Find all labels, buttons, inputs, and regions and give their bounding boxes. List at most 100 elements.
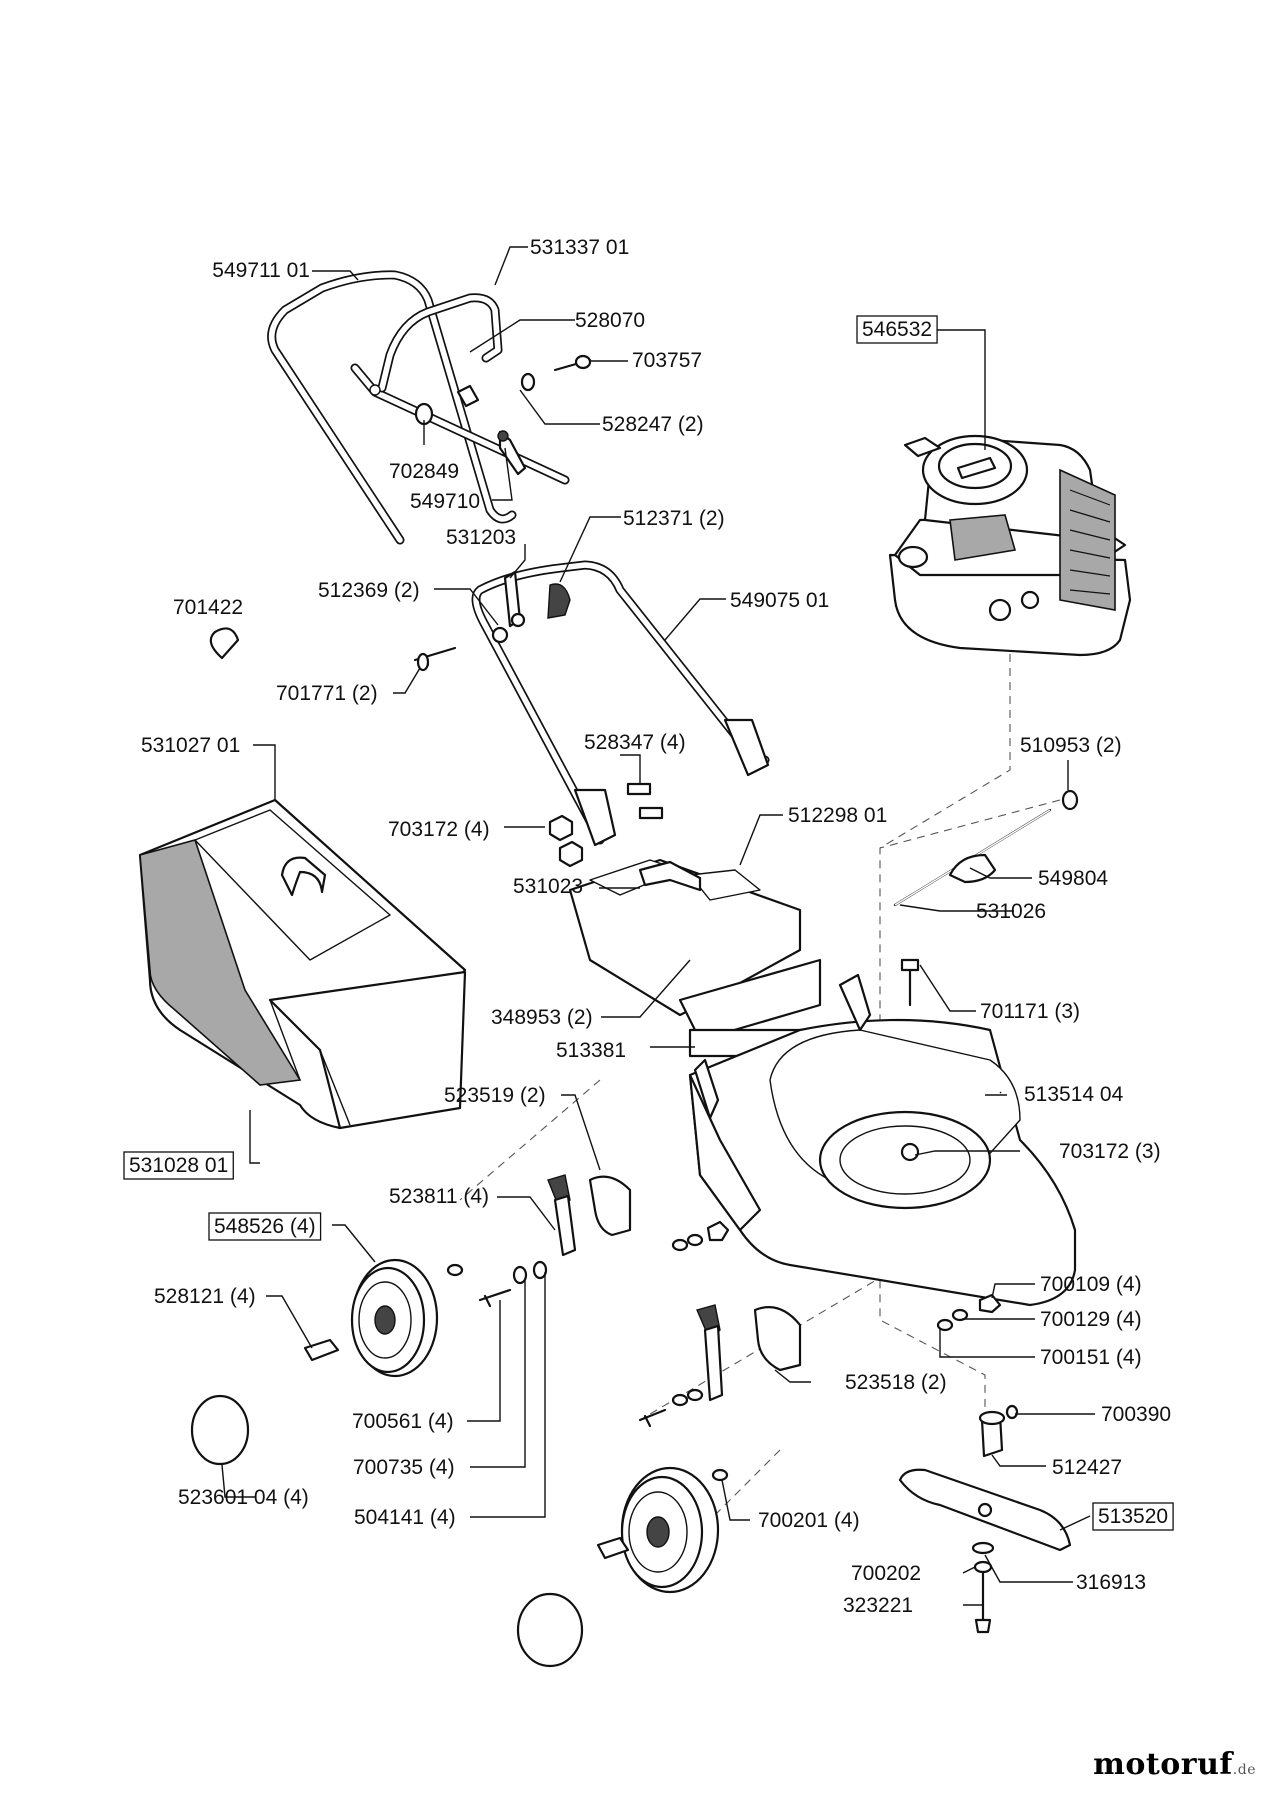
part-number-text: 523811 (4): [389, 1185, 489, 1208]
part-label-700202: 700202: [851, 1562, 921, 1585]
part-number-text: 701422: [173, 596, 243, 619]
part-labels: 549711 01 531337 01 528070 703757 528247 (2)…: [123, 236, 1174, 1617]
part-number-text: 512427: [1052, 1456, 1122, 1479]
part-label-323221: 323221: [843, 1594, 913, 1617]
part-label-513381: 513381: [556, 1039, 626, 1062]
part-number-text: 528247 (2): [602, 413, 704, 436]
part-number-text: 512298 01: [788, 804, 887, 827]
part-label-701422: 701422: [173, 596, 243, 619]
part-number-text: 512369 (2): [318, 579, 420, 602]
part-number-box: [123, 1151, 234, 1180]
part-number-box: [856, 315, 938, 344]
lower-handle: [471, 560, 770, 847]
part-number-text: 513520: [1098, 1505, 1168, 1528]
blade-assembly: [898, 1404, 1072, 1634]
part-label-523519: 523519 (2): [444, 1084, 546, 1107]
part-label-701771: 701771 (2): [276, 682, 378, 705]
part-number-text: 546532: [862, 318, 932, 341]
part-number-text: 549075 01: [730, 589, 829, 612]
part-number-text: 703757: [632, 349, 702, 372]
part-label-703172b: 703172 (3): [1059, 1140, 1161, 1163]
height-adjusters: [547, 1174, 802, 1402]
watermark-brand: motoruf: [1093, 1747, 1233, 1782]
part-label-513514: 513514 04: [1024, 1083, 1124, 1106]
mower-deck: [688, 973, 1077, 1307]
part-number-text: 512371 (2): [623, 507, 725, 530]
part-number-text: 523601 04 (4): [178, 1486, 309, 1509]
part-label-700390: 700390: [1101, 1403, 1171, 1426]
part-number-text: 548526 (4): [214, 1215, 316, 1238]
part-number-text: 531203: [446, 526, 516, 549]
watermark-tld: .de: [1232, 1762, 1256, 1778]
part-label-510953: 510953 (2): [1020, 734, 1122, 757]
part-label-316913: 316913: [1076, 1571, 1146, 1594]
part-label-523601: 523601 04 (4): [178, 1486, 309, 1509]
part-number-text: 531337 01: [530, 236, 629, 259]
part-label-700151: 700151 (4): [1040, 1346, 1142, 1369]
part-number-text: 316913: [1076, 1571, 1146, 1594]
part-number-text: 549804: [1038, 867, 1108, 890]
part-label-531028: 531028 01: [123, 1151, 234, 1180]
part-number-text: 700561 (4): [352, 1410, 454, 1433]
part-number-text: 531028 01: [129, 1154, 228, 1177]
part-label-549804: 549804: [1038, 867, 1108, 890]
part-number-text: 531026: [976, 900, 1046, 923]
part-number-text: 528121 (4): [154, 1285, 256, 1308]
part-number-text: 323221: [843, 1594, 913, 1617]
rear-wheel: [516, 1388, 729, 1668]
part-number-text: 703172 (4): [388, 818, 490, 841]
part-number-text: 504141 (4): [354, 1506, 456, 1529]
part-number-text: 528070: [575, 309, 645, 332]
part-number-text: 700129 (4): [1040, 1308, 1142, 1331]
rear-deflector: [568, 858, 822, 1058]
front-wheel: [190, 1258, 548, 1466]
part-number-text: 523518 (2): [845, 1371, 947, 1394]
part-number-box: [208, 1212, 322, 1241]
part-label-512298: 512298 01: [788, 804, 887, 827]
part-number-text: 700109 (4): [1040, 1273, 1142, 1296]
part-number-text: 348953 (2): [491, 1006, 593, 1029]
part-number-text: 549711 01: [212, 259, 310, 282]
part-label-700735: 700735 (4): [353, 1456, 455, 1479]
part-number-text: 701171 (3): [980, 1000, 1080, 1023]
part-label-703172a: 703172 (4): [388, 818, 490, 841]
part-label-523811: 523811 (4): [389, 1185, 489, 1208]
part-label-512427: 512427: [1052, 1456, 1122, 1479]
part-number-text: 513514 04: [1024, 1083, 1124, 1106]
part-label-700561: 700561 (4): [352, 1410, 454, 1433]
part-number-text: 531027 01: [141, 734, 240, 757]
part-label-531203: 531203: [446, 526, 516, 549]
engine: [888, 434, 1132, 657]
part-label-548526: 548526 (4): [208, 1212, 322, 1241]
part-label-531026: 531026: [976, 900, 1046, 923]
part-label-531337: 531337 01: [530, 236, 629, 259]
part-number-text: 510953 (2): [1020, 734, 1122, 757]
part-label-512371: 512371 (2): [623, 507, 725, 530]
part-label-701171: 701171 (3): [980, 1000, 1080, 1023]
part-label-546532: 546532: [856, 315, 938, 344]
part-label-700201: 700201 (4): [758, 1509, 860, 1532]
handle-knobs: [209, 570, 664, 868]
grass-catcher: [138, 798, 467, 1130]
part-number-text: 702849: [389, 460, 459, 483]
part-number-text: 700735 (4): [353, 1456, 455, 1479]
part-label-703757: 703757: [632, 349, 702, 372]
part-number-text: 523519 (2): [444, 1084, 546, 1107]
part-number-box: [1092, 1502, 1174, 1531]
part-label-528070: 528070: [575, 309, 645, 332]
part-label-528347: 528347 (4): [584, 731, 686, 754]
part-label-700129: 700129 (4): [1040, 1308, 1142, 1331]
leader-lines: [221, 246, 1095, 1606]
part-label-549710: 549710: [410, 490, 480, 513]
part-number-text: 700390: [1101, 1403, 1171, 1426]
part-label-348953: 348953 (2): [491, 1006, 593, 1029]
part-label-513520: 513520: [1092, 1502, 1174, 1531]
part-number-text: 700151 (4): [1040, 1346, 1142, 1369]
part-label-528121: 528121 (4): [154, 1285, 256, 1308]
part-label-700109: 700109 (4): [1040, 1273, 1142, 1296]
part-label-531027: 531027 01: [141, 734, 240, 757]
part-number-text: 528347 (4): [584, 731, 686, 754]
part-number-text: 700202: [851, 1562, 921, 1585]
part-number-text: 549710: [410, 490, 480, 513]
